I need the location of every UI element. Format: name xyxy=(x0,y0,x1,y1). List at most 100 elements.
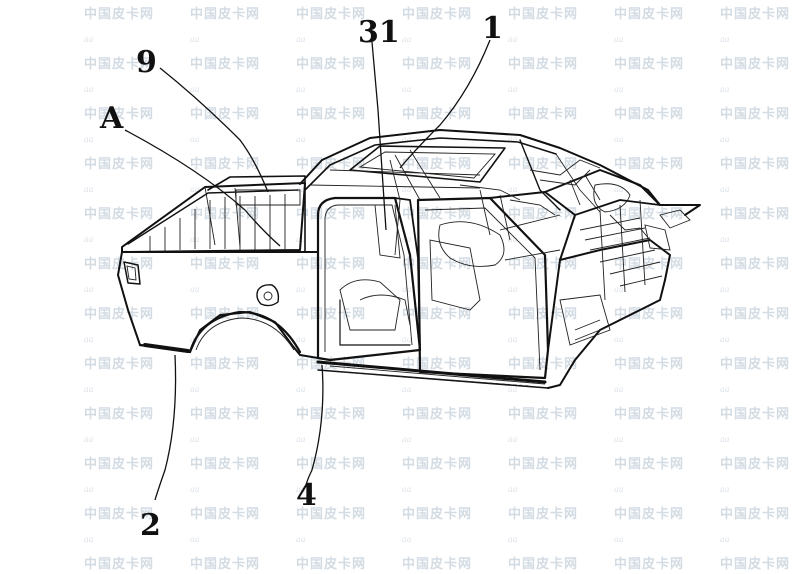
leader-9 xyxy=(159,67,269,193)
watermark-text: 中国皮卡网 xyxy=(614,356,684,372)
watermark-text: 中国皮卡网 xyxy=(508,306,578,322)
watermark-text: 中国皮卡网 xyxy=(296,56,366,72)
watermark-text: 中国皮卡网 xyxy=(84,406,154,422)
watermark-text: 中国皮卡网 xyxy=(720,406,790,422)
watermark-script: aa xyxy=(84,535,94,544)
leader-a xyxy=(124,129,281,247)
callout-a: A xyxy=(99,101,124,136)
watermark-text: 中国皮卡网 xyxy=(720,6,790,22)
watermark-text: 中国皮卡网 xyxy=(508,456,578,472)
watermark-text: 中国皮卡网 xyxy=(84,256,154,272)
watermark-script: aa xyxy=(296,35,306,44)
watermark-script: aa xyxy=(508,335,518,344)
watermark-script: aa xyxy=(296,285,306,294)
watermark-script: aa xyxy=(296,435,306,444)
watermark-script: aa xyxy=(720,185,730,194)
watermark-text: 中国皮卡网 xyxy=(296,206,366,222)
watermark-text: 中国皮卡网 xyxy=(614,256,684,272)
watermark-script: aa xyxy=(190,385,200,394)
watermark-text: 中国皮卡网 xyxy=(190,6,260,22)
watermark-text: 中国皮卡网 xyxy=(190,356,260,372)
watermark-text: 中国皮卡网 xyxy=(614,156,684,172)
watermark-script: aa xyxy=(190,185,200,194)
watermark-script: aa xyxy=(720,285,730,294)
watermark-script: aa xyxy=(84,35,94,44)
watermark-script: aa xyxy=(296,385,306,394)
watermark-script: aa xyxy=(508,435,518,444)
watermark-script: aa xyxy=(296,335,306,344)
watermark-script: aa xyxy=(508,185,518,194)
watermark-script: aa xyxy=(84,485,94,494)
watermark-text: 中国皮卡网 xyxy=(720,506,790,522)
watermark-text: 中国皮卡网 xyxy=(720,256,790,272)
watermark-text: 中国皮卡网 xyxy=(614,506,684,522)
watermark-text: 中国皮卡网 xyxy=(84,6,154,22)
watermark-script: aa xyxy=(508,285,518,294)
watermark-script: aa xyxy=(720,485,730,494)
watermark-script: aa xyxy=(296,535,306,544)
leader-lines xyxy=(124,39,491,501)
watermark-text: 中国皮卡网 xyxy=(720,556,790,572)
watermark-text: 中国皮卡网 xyxy=(84,306,154,322)
callout-1: 1 xyxy=(482,11,503,46)
watermark-text: 中国皮卡网 xyxy=(296,256,366,272)
watermark-text: 中国皮卡网 xyxy=(614,106,684,122)
watermark-text: 中国皮卡网 xyxy=(190,206,260,222)
watermark-text: 中国皮卡网 xyxy=(84,456,154,472)
roof-cage xyxy=(389,149,556,256)
watermark-text: 中国皮卡网 xyxy=(402,156,472,172)
watermark-script: aa xyxy=(614,35,624,44)
watermark-script: aa xyxy=(508,235,518,244)
watermark-script: aa xyxy=(84,335,94,344)
callout-labels: 9 A 31 1 2 4 xyxy=(99,11,503,543)
watermark-text: 中国皮卡网 xyxy=(190,106,260,122)
watermark-script: aa xyxy=(402,485,412,494)
watermark-text: 中国皮卡网 xyxy=(84,156,154,172)
watermark-script: aa xyxy=(190,35,200,44)
watermark-script: aa xyxy=(614,335,624,344)
watermark-script: aa xyxy=(402,435,412,444)
watermark-script: aa xyxy=(84,435,94,444)
watermark-script: aa xyxy=(720,35,730,44)
watermark-text: 中国皮卡网 xyxy=(84,106,154,122)
watermark-script: aa xyxy=(190,435,200,444)
watermark-text: 中国皮卡网 xyxy=(614,406,684,422)
watermark-text: 中国皮卡网 xyxy=(614,56,684,72)
watermark-text: 中国皮卡网 xyxy=(402,506,472,522)
watermark-script: aa xyxy=(402,85,412,94)
watermark-script: aa xyxy=(508,35,518,44)
callout-31: 31 xyxy=(358,15,400,50)
watermark-text: 中国皮卡网 xyxy=(296,306,366,322)
watermark-text: 中国皮卡网 xyxy=(190,506,260,522)
watermark-text: 中国皮卡网 xyxy=(190,406,260,422)
watermark-text: 中国皮卡网 xyxy=(402,6,472,22)
watermark-script: aa xyxy=(720,335,730,344)
watermark-script: aa xyxy=(296,185,306,194)
watermark-script: aa xyxy=(402,185,412,194)
watermark-script: aa xyxy=(720,535,730,544)
watermark-text: 中国皮卡网 xyxy=(402,106,472,122)
callout-4: 4 xyxy=(296,478,317,513)
watermark-script: aa xyxy=(508,385,518,394)
watermark-text: 中国皮卡网 xyxy=(508,406,578,422)
watermark-text: 中国皮卡网 xyxy=(720,306,790,322)
watermark-text: 中国皮卡网 xyxy=(402,406,472,422)
watermark-script: aa xyxy=(402,535,412,544)
callout-9: 9 xyxy=(136,45,157,80)
watermark-script: aa xyxy=(190,535,200,544)
watermark-script: aa xyxy=(402,385,412,394)
watermark-text: 中国皮卡网 xyxy=(84,206,154,222)
watermark-script: aa xyxy=(614,385,624,394)
watermark-text: 中国皮卡网 xyxy=(720,356,790,372)
watermark-script: aa xyxy=(614,235,624,244)
watermark-text: 中国皮卡网 xyxy=(614,6,684,22)
watermark-text: 中国皮卡网 xyxy=(402,556,472,572)
watermark-text: 中国皮卡网 xyxy=(296,506,366,522)
watermark-text: 中国皮卡网 xyxy=(720,56,790,72)
watermark-text: 中国皮卡网 xyxy=(84,56,154,72)
cab-side xyxy=(316,191,576,389)
watermark-script: aa xyxy=(720,85,730,94)
watermark-text: 中国皮卡网 xyxy=(402,456,472,472)
watermark-text: 中国皮卡网 xyxy=(614,306,684,322)
watermark-script: aa xyxy=(614,85,624,94)
